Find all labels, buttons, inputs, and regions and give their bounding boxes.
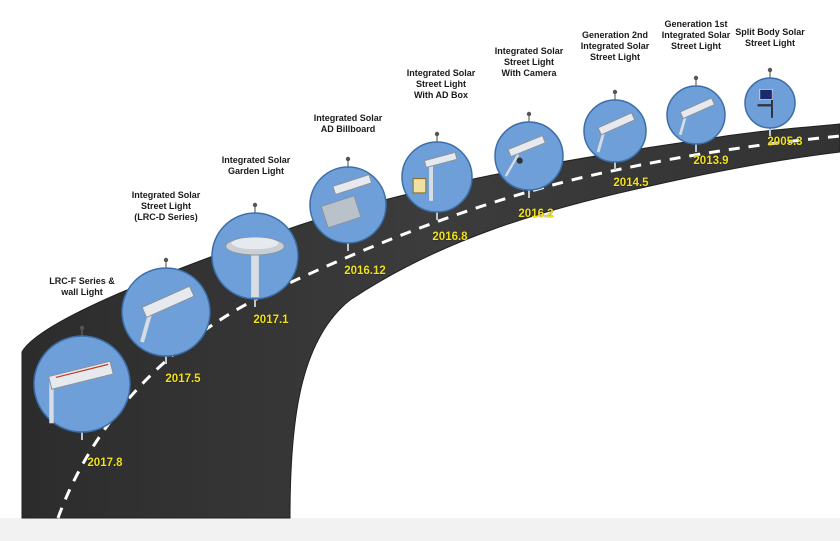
milestone-bubble bbox=[401, 141, 473, 213]
milestone-date: 2017.8 bbox=[87, 457, 123, 469]
milestone-title-line: Integrated Solar bbox=[221, 155, 291, 165]
ground-strip bbox=[0, 518, 840, 541]
milestone-title-line: Garden Light bbox=[227, 166, 284, 176]
milestone-title-line: (LRC-D Series) bbox=[134, 212, 198, 222]
milestone-bubble bbox=[309, 166, 387, 244]
milestone-title-line: Integrated Solar bbox=[313, 113, 383, 123]
milestone-title-line: Integrated Solar bbox=[131, 190, 201, 200]
milestone-title-line: Integrated Solar bbox=[580, 41, 650, 51]
solar-panel-light-icon bbox=[757, 88, 773, 118]
garden-light-icon bbox=[225, 236, 285, 298]
milestone-pin-dot bbox=[526, 111, 532, 117]
milestone-date: 2016.12 bbox=[344, 265, 386, 277]
lane-marking bbox=[56, 134, 840, 519]
milestone-title-line: With Camera bbox=[501, 68, 557, 78]
milestone-title-line: Street Light bbox=[670, 41, 722, 51]
milestone-title: LRC-F Series &wall Light bbox=[49, 276, 115, 298]
street-light-icon bbox=[596, 112, 636, 153]
milestone-date: 2014.5 bbox=[613, 177, 649, 189]
milestone-bubble bbox=[583, 99, 647, 163]
milestone-pin-dot bbox=[252, 202, 258, 208]
street-light-icon bbox=[678, 97, 716, 136]
milestone-date: 2017.5 bbox=[165, 373, 201, 385]
milestone-bubble bbox=[494, 121, 564, 191]
ad-box-light-icon bbox=[412, 151, 458, 201]
milestone-pin-dot bbox=[345, 156, 351, 162]
milestone-title-line: Street Light bbox=[589, 52, 641, 62]
milestone-title-line: Integrated Solar bbox=[661, 30, 731, 40]
milestone-title-line: With AD Box bbox=[413, 90, 469, 100]
milestone-pin-dot bbox=[693, 75, 699, 81]
milestone-title-line: LRC-F Series & bbox=[49, 276, 115, 286]
milestone-bubble bbox=[744, 77, 796, 129]
wall-light-icon bbox=[48, 360, 114, 424]
milestone-date: 2016.8 bbox=[432, 231, 468, 243]
milestone-pin-dot bbox=[163, 257, 169, 263]
milestone-pin-dot bbox=[612, 89, 618, 95]
milestone-pin-dot bbox=[767, 67, 773, 73]
milestone-title-line: Integrated Solar bbox=[406, 68, 476, 78]
milestone-bubble bbox=[666, 85, 726, 145]
milestone-title-line: Street Light bbox=[503, 57, 555, 67]
milestone-bubble bbox=[121, 267, 211, 357]
milestone-title-line: Street Light bbox=[744, 38, 796, 48]
milestone-date: 2013.9 bbox=[693, 155, 729, 167]
milestone-title-line: Street Light bbox=[415, 79, 467, 89]
milestone-bubble bbox=[211, 212, 299, 300]
milestone-date: 2017.1 bbox=[253, 314, 289, 326]
milestone-title-line: AD Billboard bbox=[320, 124, 376, 134]
milestone-title-line: Integrated Solar bbox=[494, 46, 564, 56]
milestone-title-line: Generation 2nd bbox=[581, 30, 649, 40]
milestone-pin-dot bbox=[434, 131, 440, 137]
camera-light-icon bbox=[504, 134, 546, 177]
milestone-title-line: Street Light bbox=[140, 201, 192, 211]
milestone-title-line: Generation 1st bbox=[664, 19, 728, 29]
street-light-icon bbox=[140, 285, 195, 343]
billboard-light-icon bbox=[320, 173, 373, 229]
milestone-title-line: Split Body Solar bbox=[735, 27, 805, 37]
milestone-bubble bbox=[33, 335, 131, 433]
milestone-date: 2005.3 bbox=[767, 136, 803, 148]
milestone-title-line: wall Light bbox=[61, 287, 103, 297]
milestone-pin-dot bbox=[79, 325, 85, 331]
milestone-date: 2016.2 bbox=[518, 208, 554, 220]
